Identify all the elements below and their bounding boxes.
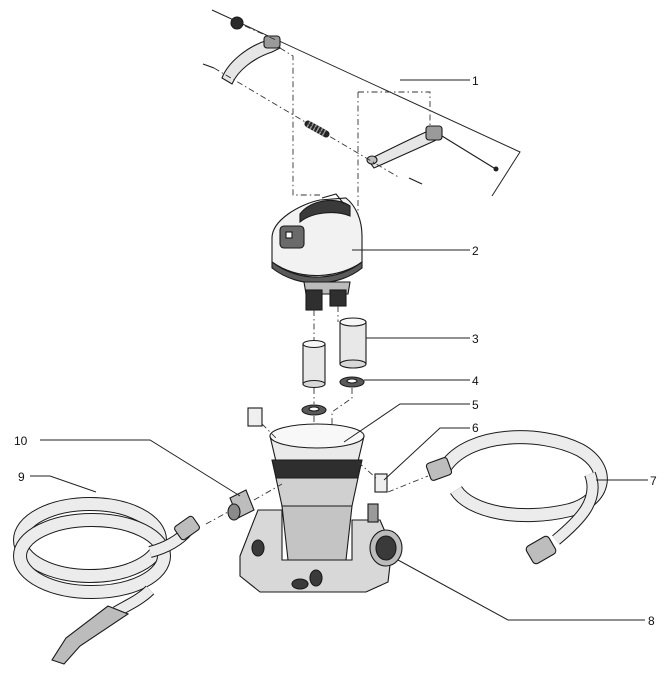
filter-tube-left bbox=[302, 343, 326, 385]
right-hose-fitting-top bbox=[425, 457, 453, 481]
filter-head-body bbox=[271, 197, 363, 277]
base-foot-center bbox=[291, 578, 309, 590]
assembly-line-2 bbox=[213, 67, 401, 179]
callout-4: 4 bbox=[472, 374, 479, 388]
leader-lines bbox=[30, 79, 648, 621]
hose-connector bbox=[205, 483, 283, 525]
assembly-line-14 bbox=[205, 511, 229, 525]
housing-clip-left bbox=[247, 407, 263, 427]
callout-2: 2 bbox=[472, 244, 479, 258]
housing-top-opening bbox=[269, 423, 365, 449]
left-hose bbox=[13, 497, 200, 665]
callout-8: 8 bbox=[648, 614, 655, 628]
filter-tubes bbox=[302, 317, 367, 389]
base-foot-left bbox=[251, 539, 265, 557]
filter-tube-right bbox=[339, 321, 367, 365]
filter-head-outlet-left bbox=[305, 289, 323, 311]
housing-lower bbox=[281, 505, 353, 561]
filter-head-handle-grip bbox=[299, 199, 351, 224]
right-hose bbox=[387, 430, 608, 565]
base-foot-right bbox=[309, 569, 323, 587]
handle-bracket-line bbox=[211, 9, 521, 197]
housing-clip-right bbox=[374, 473, 388, 493]
callout-9: 9 bbox=[18, 470, 25, 484]
base-body bbox=[239, 509, 393, 593]
handle-hinge-right bbox=[425, 125, 443, 141]
valve-knob bbox=[369, 529, 403, 567]
filter-head-outlet-right bbox=[329, 289, 347, 307]
callout-7: 7 bbox=[650, 474, 657, 488]
callout-1: 1 bbox=[472, 74, 479, 88]
assembly-line-13 bbox=[253, 483, 283, 501]
assembly-line-1 bbox=[279, 47, 320, 196]
handle-end-cap-left bbox=[230, 16, 244, 30]
callout-10: 10 bbox=[14, 434, 28, 448]
handle-foot-right bbox=[366, 155, 378, 165]
filter-base bbox=[239, 503, 393, 593]
assembly-line-3 bbox=[358, 91, 431, 128]
assembly-line-15 bbox=[387, 475, 429, 493]
filter-head-indicator bbox=[285, 231, 293, 239]
right-hose-fitting-bottom bbox=[525, 535, 557, 565]
filter-housing bbox=[247, 407, 388, 561]
callout-labels: 1 2 3 4 5 6 7 8 9 10 bbox=[14, 74, 657, 628]
base-outlet-stub bbox=[367, 503, 379, 523]
leader-5 bbox=[343, 403, 470, 443]
filter-head bbox=[271, 193, 363, 340]
valve-knob-inner bbox=[375, 535, 397, 561]
callout-5: 5 bbox=[472, 398, 479, 412]
screw-left bbox=[202, 63, 215, 69]
leader-8 bbox=[397, 559, 645, 621]
filter-head-clip bbox=[321, 193, 345, 205]
handle-hinge-left bbox=[263, 35, 281, 49]
handle-assembly bbox=[202, 9, 521, 230]
housing-mid bbox=[275, 477, 359, 507]
assembly-line-11 bbox=[261, 423, 279, 441]
housing-clamp-band bbox=[271, 459, 363, 479]
assembly-line-5 bbox=[244, 25, 277, 41]
leader-6 bbox=[383, 427, 470, 481]
screw-right bbox=[408, 177, 423, 185]
left-hose-nozzle bbox=[51, 605, 130, 665]
filter-head-rim bbox=[271, 260, 363, 284]
assembly-line-12 bbox=[357, 461, 377, 479]
callout-3: 3 bbox=[472, 332, 479, 346]
left-hose-fitting bbox=[174, 515, 200, 541]
handle-pin bbox=[441, 135, 495, 169]
handle-pin-end bbox=[493, 166, 499, 172]
leader-9 bbox=[30, 475, 97, 493]
callout-6: 6 bbox=[472, 421, 479, 435]
leader-10 bbox=[40, 439, 241, 497]
